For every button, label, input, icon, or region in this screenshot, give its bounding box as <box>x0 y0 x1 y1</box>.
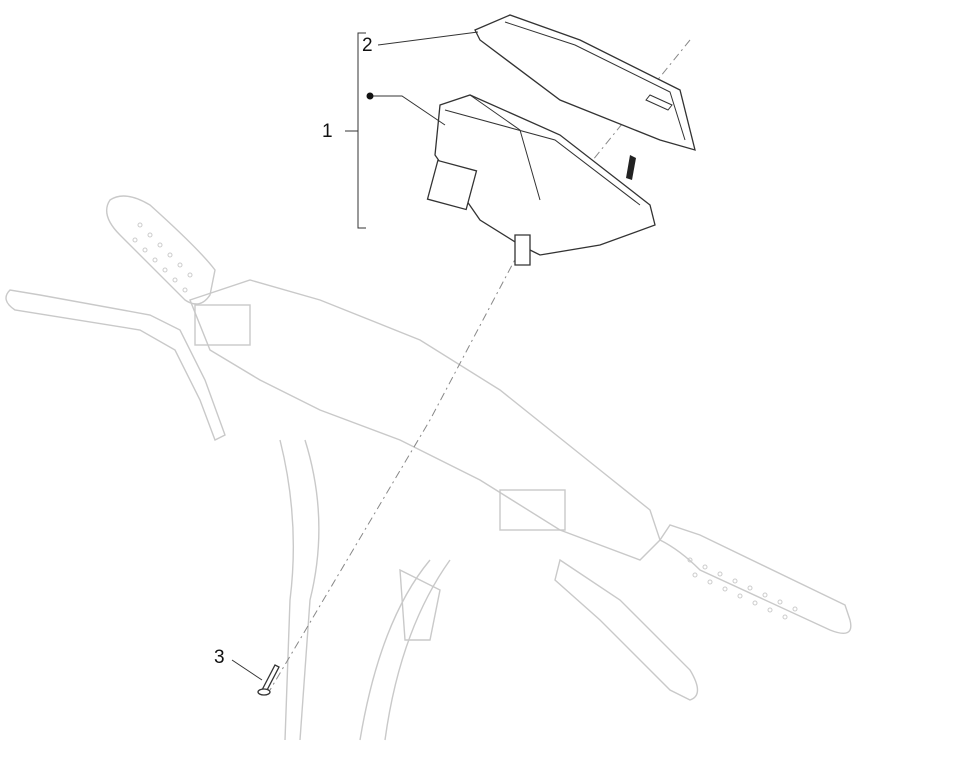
callout-2: 2 <box>362 35 373 56</box>
left-grip-dots <box>132 222 193 293</box>
left-master-cylinder <box>194 304 251 346</box>
leader-2 <box>377 31 479 46</box>
right-brake-lever <box>554 558 699 701</box>
left-grip <box>106 195 216 305</box>
screw <box>257 664 280 696</box>
reset-knob <box>626 155 636 180</box>
bullet-dot <box>366 92 374 100</box>
steering-column-left <box>279 439 320 741</box>
cable <box>359 559 451 741</box>
connector <box>426 159 478 211</box>
callout-3: 3 <box>214 647 225 668</box>
right-grip-dots <box>687 557 798 620</box>
leader-3 <box>231 659 263 681</box>
right-grip <box>658 524 852 634</box>
group-bracket <box>345 32 366 229</box>
callout-1: 1 <box>322 121 333 142</box>
handlebar-ghost <box>5 195 852 741</box>
right-master-cylinder <box>499 489 566 531</box>
cluster-cover <box>474 14 696 151</box>
instrument-cluster <box>426 94 656 266</box>
left-brake-lever <box>5 289 226 441</box>
bracket <box>399 568 441 641</box>
handlebar-body <box>189 279 661 561</box>
assembly-axis <box>269 39 691 691</box>
leader-1-dot <box>370 95 446 126</box>
odometer-shaft <box>514 234 531 266</box>
